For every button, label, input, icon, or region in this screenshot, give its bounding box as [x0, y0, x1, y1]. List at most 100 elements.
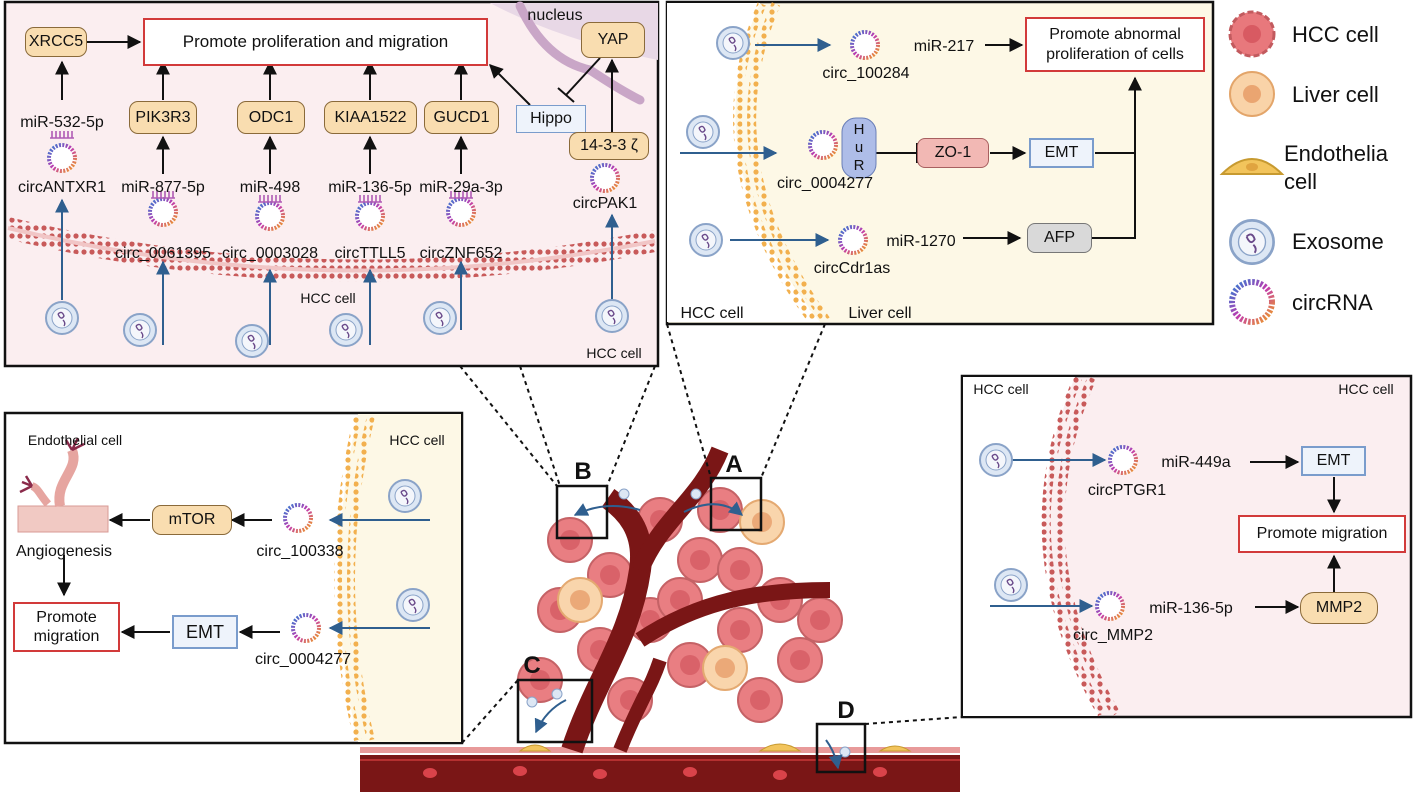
panel-b-arrows: [55, 35, 619, 174]
circ100338-label: circ_100338: [256, 543, 343, 560]
panel-d-arrows: [1250, 455, 1341, 614]
promote-proliferation-migration-box: Promote proliferation and migration: [143, 18, 488, 66]
gucd1-node: GUCD1: [424, 101, 499, 134]
legend: [1219, 10, 1285, 325]
mir1270-label: miR-1270: [886, 233, 955, 250]
panel-c: [3, 411, 464, 745]
emt-d-node: EMT: [1301, 446, 1366, 476]
exosome-icon: [123, 313, 157, 347]
circrna-icon: [47, 143, 77, 173]
label-b: B: [574, 458, 591, 485]
mir877-label: miR-877-5p: [121, 179, 205, 196]
circ0004277-a-label: circ_0004277: [777, 175, 873, 192]
center-illustration: [360, 446, 960, 792]
mir217-label: miR-217: [914, 38, 975, 55]
label-c: C: [523, 652, 540, 679]
label-d: D: [837, 697, 854, 724]
odc1-node: ODC1: [237, 101, 305, 134]
hur-protein: [841, 117, 877, 179]
angiogenesis-label: Angiogenesis: [16, 543, 112, 560]
zo1-node: ZO-1: [917, 138, 989, 168]
panel-a-icons: [686, 26, 880, 257]
label-a: A: [725, 451, 742, 478]
pik3r3-node: PIK3R3: [129, 101, 197, 134]
mir498-label: miR-498: [240, 179, 301, 196]
circ0003028-label: circ_0003028: [222, 245, 318, 262]
circpak1-label: circPAK1: [573, 195, 638, 212]
panel-b-exosome-arrows: [55, 198, 619, 345]
panel-b-hcc-label: HCC cell: [300, 290, 355, 306]
legend-liver-label: Liver cell: [1292, 82, 1379, 107]
exosome-icon: [235, 324, 269, 358]
protein-14-3-3-node: 14-3-3 ζ: [569, 132, 649, 160]
circrna-icon: [148, 197, 178, 227]
exosome-icon: [329, 313, 363, 347]
box-b: [555, 484, 609, 540]
box-c: [516, 678, 594, 744]
panel-a-hcc-label: HCC cell: [680, 305, 743, 322]
zoom-connectors: [459, 323, 963, 744]
mir136-label: miR-136-5p: [328, 179, 412, 196]
exosome-icon: [423, 301, 457, 335]
panel-c-arrows: [57, 513, 280, 639]
circrna-icon: [590, 163, 620, 193]
exosome-icon: [595, 299, 629, 333]
kiaa1522-node: KIAA1522: [324, 101, 417, 134]
mmp2-node: MMP2: [1300, 592, 1378, 624]
circmmp2-label: circ_MMP2: [1073, 627, 1153, 644]
exosome-icon: [45, 301, 79, 335]
legend-endothelia-label: Endothelia cell: [1284, 141, 1388, 194]
panel-c-endothelial-label: Endothelial cell: [28, 432, 122, 448]
angiogenesis-illustration: [17, 437, 109, 533]
panel-b-hcc-label-br: HCC cell: [586, 345, 641, 361]
panel-a-liver-label: Liver cell: [848, 305, 911, 322]
legend-circrna-label: circRNA: [1292, 290, 1373, 315]
legend-endothelia-icon: [1219, 158, 1285, 175]
circttll5-label: circTTLL5: [334, 245, 405, 262]
panel-c-hcc-label: HCC cell: [389, 432, 444, 448]
emt-c-node: EMT: [172, 615, 238, 649]
legend-circrna-icon: [1229, 279, 1275, 325]
circrna-icon: [255, 201, 285, 231]
mir532-label: miR-532-5p: [20, 114, 104, 131]
yap-node: YAP: [581, 22, 645, 58]
mir136d-label: miR-136-5p: [1149, 600, 1233, 617]
panel-a-exosome-arrows: [680, 38, 832, 247]
nucleus-label: nucleus: [527, 7, 582, 24]
mtor-node: mTOR: [152, 505, 232, 535]
mir29a-label: miR-29a-3p: [419, 179, 503, 196]
promote-migration-d-box: Promote migration: [1238, 515, 1406, 553]
panel-c-exosome-arrows: [328, 513, 430, 635]
mir449a-label: miR-449a: [1161, 454, 1230, 471]
legend-exosome-label: Exosome: [1292, 229, 1384, 254]
circcdr1as-label: circCdr1as: [814, 260, 890, 277]
circ100284-label: circ_100284: [822, 65, 909, 82]
afp-node: AFP: [1027, 223, 1092, 253]
panel-a-arrows: [875, 38, 1142, 245]
svg-text: nucleus miR-532-5p circANTXR1 miR-877-5p…: [16, 7, 1394, 724]
circrna-icon: [355, 201, 385, 231]
circ0004277-c-label: circ_0004277: [255, 651, 351, 668]
legend-exosome-icon: [1229, 219, 1275, 265]
circznf652-label: circZNF652: [420, 245, 503, 262]
circ0061395-label: circ_0061395: [115, 245, 211, 262]
panel-d-hcc-right-label: HCC cell: [1338, 381, 1393, 397]
box-d: [815, 722, 867, 774]
circrna-icon: [446, 197, 476, 227]
promote-abnormal-proliferation-box: Promote abnormal proliferation of cells: [1025, 17, 1205, 72]
xrcc5-node: XRCC5: [25, 27, 87, 57]
panel-d-hcc-left-label: HCC cell: [973, 381, 1028, 397]
legend-hcc-label: HCC cell: [1292, 22, 1379, 47]
panel-d-exosome-arrows: [990, 453, 1107, 613]
emt-a-node: EMT: [1029, 138, 1094, 168]
legend-hcc-icon: [1228, 10, 1276, 58]
hippo-node: Hippo: [516, 105, 586, 133]
circantxr1-label: circANTXR1: [18, 179, 106, 196]
legend-liver-icon: [1229, 71, 1275, 117]
circptgr1-label: circPTGR1: [1088, 482, 1166, 499]
promote-migration-c-box: Promote migration: [13, 602, 120, 652]
